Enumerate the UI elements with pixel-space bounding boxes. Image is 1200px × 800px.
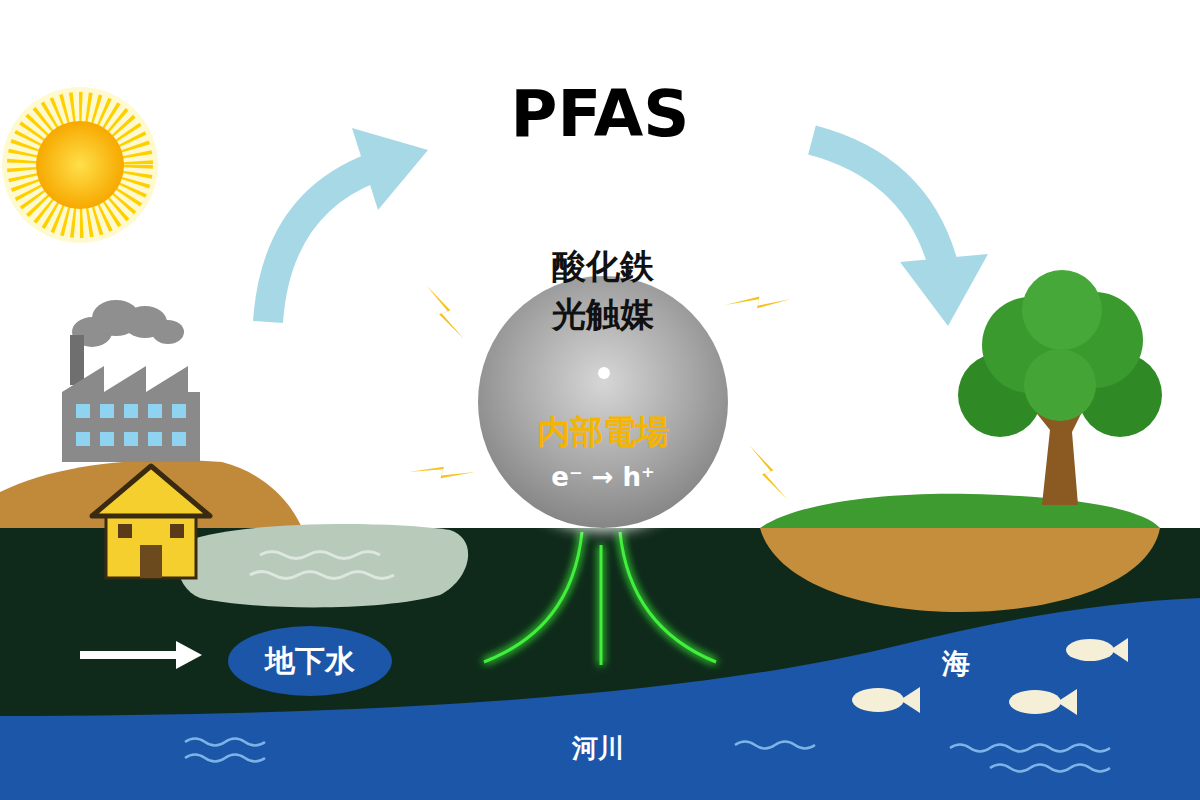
groundwater-oval: 地下水: [228, 626, 392, 696]
waves: [185, 739, 1110, 772]
wave: [185, 755, 265, 762]
window: [124, 432, 138, 446]
fish-body: [1066, 639, 1114, 661]
window: [124, 404, 138, 418]
field-label: 内部電場: [478, 412, 728, 452]
lightning-bolt: [725, 275, 791, 329]
field-line: [620, 532, 716, 662]
pond-water: [178, 524, 468, 607]
smoke: [72, 300, 184, 347]
arrow-head: [176, 641, 202, 669]
wave: [185, 739, 265, 746]
house: [92, 466, 210, 578]
sun-disc: [36, 121, 124, 209]
arrow-head: [352, 128, 428, 210]
material-label: 酸化鉄 光触媒: [478, 242, 728, 338]
lightning-bolt: [409, 447, 475, 498]
arrow-shaft: [268, 168, 372, 322]
diagram-title: PFAS: [0, 76, 1200, 152]
chimney: [70, 335, 84, 385]
sea-label: 海: [942, 645, 970, 683]
fish-group: [852, 638, 1128, 715]
smoke-puff: [152, 320, 184, 344]
fish-tail: [900, 687, 920, 713]
house-door: [140, 545, 162, 578]
window: [76, 404, 90, 418]
groundwater-arrow: [80, 641, 202, 669]
island-grass: [760, 494, 1160, 528]
window: [172, 404, 186, 418]
sun-rays: [22, 107, 138, 223]
field-line: [600, 545, 603, 665]
fish-tail: [1110, 638, 1128, 662]
arrow-head: [900, 254, 988, 326]
island-soil: [760, 528, 1160, 612]
sun-glow: [2, 87, 158, 243]
window: [172, 432, 186, 446]
arrow-shaft: [80, 651, 180, 659]
photocatalyst-sphere: 酸化鉄 光触媒内部電場e⁻ → h⁺: [478, 276, 728, 528]
field-line: [484, 532, 582, 662]
wave: [250, 572, 394, 579]
wave: [735, 742, 815, 749]
window: [100, 404, 114, 418]
center-dot: [598, 367, 610, 379]
leaf-cluster: [1024, 349, 1096, 421]
pond: [178, 524, 468, 607]
window: [148, 404, 162, 418]
fish-body: [852, 688, 904, 712]
wave: [260, 552, 380, 559]
charge-label: e⁻ → h⁺: [478, 460, 728, 494]
island: [760, 270, 1162, 612]
house-window: [118, 524, 132, 538]
river-label: 河川: [572, 731, 624, 766]
window: [100, 432, 114, 446]
arrow-shaft: [812, 140, 944, 268]
factory-windows: [76, 404, 186, 446]
window: [148, 432, 162, 446]
wave: [990, 765, 1110, 772]
window: [76, 432, 90, 446]
hill: [0, 460, 302, 528]
leaf-cluster: [1022, 270, 1102, 350]
house-window: [170, 524, 184, 538]
groundwater-label: 地下水: [228, 640, 392, 682]
pond-waves: [250, 552, 394, 579]
factory-building: [62, 366, 200, 462]
wave: [950, 745, 1110, 752]
fish-body: [1009, 690, 1061, 714]
house-body: [106, 510, 196, 578]
field-lines: [484, 532, 716, 665]
fish-tail: [1057, 689, 1077, 715]
house-roof: [92, 466, 210, 516]
lightning-bolt: [735, 445, 801, 499]
lightning-bolt: [412, 285, 478, 339]
sun: [2, 87, 158, 243]
tree-canopy: [958, 270, 1162, 437]
factory: [62, 300, 200, 462]
